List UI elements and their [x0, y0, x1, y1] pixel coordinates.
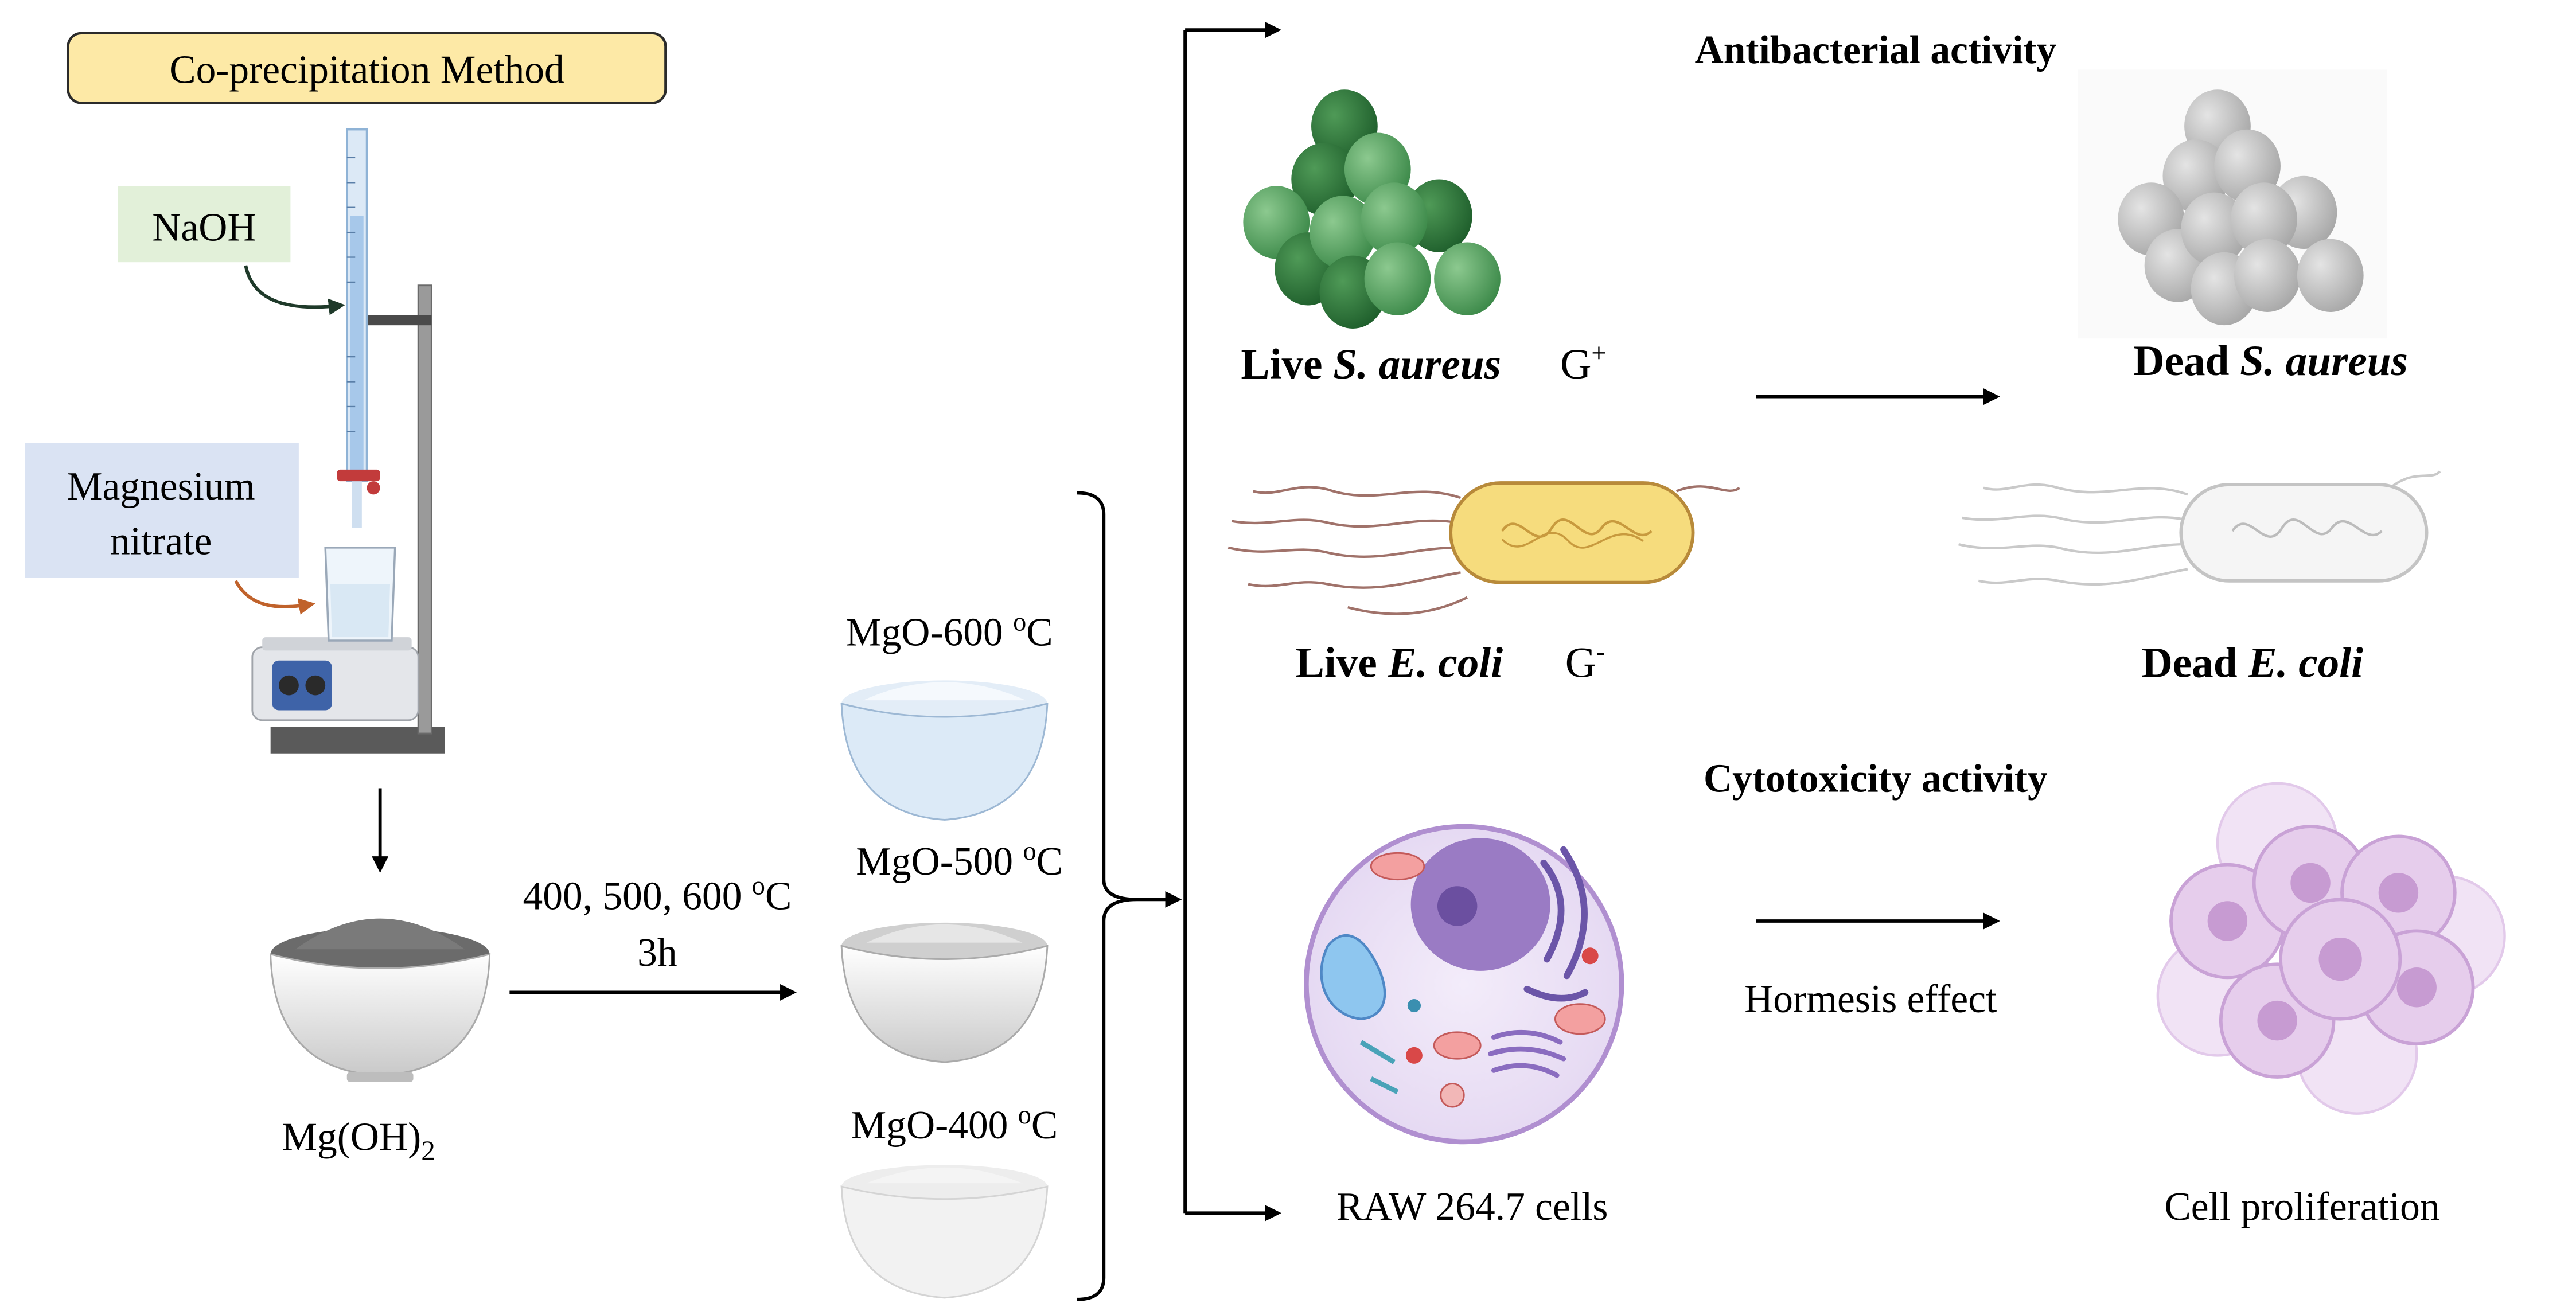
- calcination-time: 3h: [637, 931, 677, 975]
- naoh-label-box: NaOH: [118, 186, 291, 263]
- mg-oh2-label: Mg(OH)2: [282, 1115, 435, 1166]
- raw-264-7-cells-label: RAW 264.7 cells: [1336, 1185, 1608, 1229]
- cell-proliferation-label: Cell proliferation: [2164, 1185, 2439, 1229]
- mg-oh2-bowl: [270, 918, 491, 1082]
- mgo-500-bowl: [840, 922, 1049, 1063]
- magnesium-nitrate-label-line1: Magnesium: [67, 465, 255, 509]
- dead-s-aureus-label: Dead S. aureus: [2133, 337, 2408, 385]
- cytotoxicity-title: Cytotoxicity activity: [1704, 756, 2048, 801]
- mgo-400-bowl: [840, 1165, 1049, 1299]
- titration-apparatus: [251, 128, 445, 754]
- calcination-temperatures: 400, 500, 600 oC: [523, 872, 792, 919]
- raw-264-7-cell-illustration: [1304, 824, 1624, 1145]
- magnesium-nitrate-arrow: [234, 580, 315, 615]
- live-e-coli: [1227, 481, 1740, 615]
- naoh-arrow: [244, 265, 345, 315]
- mgo-500-label: MgO-500 oC: [856, 837, 1063, 884]
- cell-proliferation-cluster: [2156, 782, 2506, 1115]
- products-bracket: [1077, 491, 1137, 1301]
- magnesium-nitrate-label-line2: nitrate: [110, 519, 212, 563]
- naoh-label: NaOH: [152, 206, 256, 250]
- method-title-box: Co-precipitation Method: [67, 32, 667, 104]
- live-e-coli-label: Live E. coli: [1296, 639, 1503, 687]
- live-s-aureus-cluster: [1243, 89, 1501, 329]
- gram-negative-label: G-: [1565, 638, 1605, 687]
- method-title: Co-precipitation Method: [169, 48, 564, 92]
- antibacterial-title: Antibacterial activity: [1695, 28, 2057, 72]
- dead-e-coli: [1958, 470, 2441, 586]
- magnesium-nitrate-label-box: Magnesium nitrate: [25, 443, 299, 578]
- dead-s-aureus-cluster: [2078, 69, 2387, 339]
- gram-positive-label: G+: [1560, 339, 1606, 388]
- mgo-600-label: MgO-600 oC: [846, 608, 1053, 655]
- dead-e-coli-label: Dead E. coli: [2141, 639, 2363, 687]
- mgo-600-bowl: [840, 680, 1049, 821]
- hormesis-effect-label: Hormesis effect: [1744, 977, 1997, 1021]
- live-s-aureus-label: Live S. aureus: [1241, 341, 1501, 388]
- mgo-400-label: MgO-400 oC: [851, 1101, 1058, 1148]
